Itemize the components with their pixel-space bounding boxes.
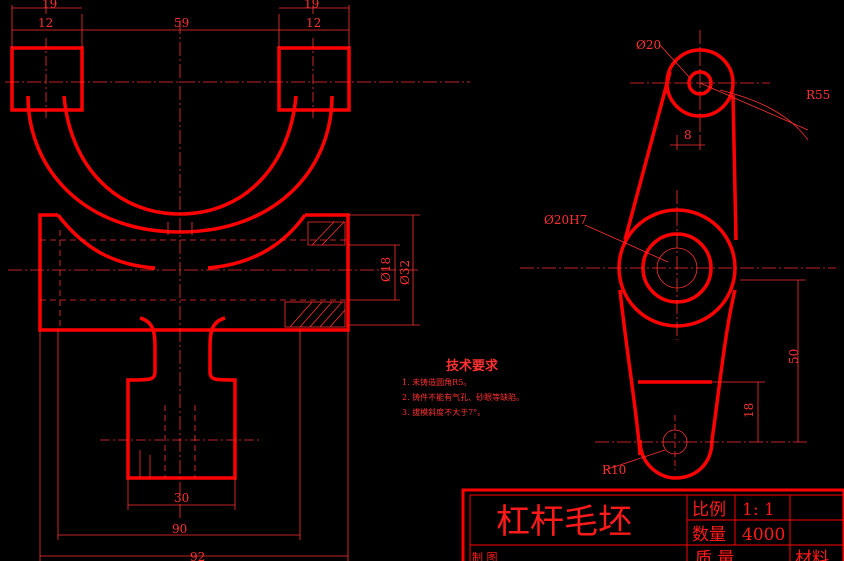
- web-right-curve: [207, 213, 307, 270]
- front-view-dimensions: 19 12 59 19 12 30 90 92 Ø18 Ø32: [38, 0, 412, 561]
- drawn-label: 制 图: [472, 551, 498, 561]
- dim-bottom-width-2: 92: [190, 550, 205, 561]
- scale-label: 比例: [692, 500, 726, 520]
- qty-value: 4000: [742, 525, 785, 545]
- dim-top-right-outer: 19: [304, 0, 319, 11]
- right-lug: [277, 46, 351, 112]
- top-hole: [687, 70, 713, 96]
- dim-bottom-offset: 18: [742, 403, 756, 418]
- tech-note-2: 2. 铸件不能有气孔、砂眼等缺陷。: [402, 392, 524, 402]
- title-block-text: 杠杆毛坯 比例 1: 1 数量 4000 制 图 质 量 材料: [472, 500, 829, 561]
- dim-bottom-width: 90: [172, 522, 187, 536]
- arm-right-edge: [731, 94, 738, 241]
- stem-body: [126, 316, 237, 480]
- side-view: [617, 48, 738, 480]
- tech-notes-title: 技术要求: [446, 358, 499, 374]
- dim-hub-outer-dia: Ø32: [398, 260, 412, 285]
- dim-top-left-outer: 19: [42, 0, 57, 11]
- lower-arm-left: [618, 289, 642, 456]
- title-block: [461, 488, 844, 561]
- material-label: 材料: [795, 549, 829, 561]
- hub-body: [38, 213, 350, 332]
- dim-stem-width: 30: [174, 491, 189, 505]
- bottom-boss: [638, 439, 714, 480]
- dim-top-right-inner: 12: [306, 16, 321, 30]
- side-view-dimensions: Ø20 R55 8 Ø20H7 50 18 R10: [544, 38, 830, 477]
- arm-left-edge: [623, 71, 672, 241]
- dim-outer-radius: R55: [806, 88, 830, 102]
- front-view-centerlines: [5, 5, 470, 561]
- dim-top-hole: Ø20: [636, 38, 661, 52]
- web-left-curve: [56, 213, 156, 270]
- tech-note-3: 3. 拔模斜度不大于7°。: [402, 407, 485, 417]
- part-name: 杠杆毛坯: [496, 502, 632, 542]
- tech-notes: 技术要求 1. 未铸造圆角R5。 2. 铸件不能有气孔、砂眼等缺陷。 3. 拔模…: [402, 358, 524, 417]
- weight-label: 质 量: [695, 549, 734, 561]
- dim-vertical-dist: 50: [787, 349, 801, 364]
- left-lug: [10, 46, 84, 112]
- dim-bottom-radius: R10: [602, 463, 626, 477]
- lower-arm-right: [710, 289, 737, 441]
- dim-center-hole: Ø20H7: [544, 213, 587, 227]
- dim-gap: 8: [684, 128, 692, 142]
- side-view-thin: [520, 30, 836, 471]
- front-view: [10, 46, 351, 480]
- tech-note-1: 1. 未铸造圆角R5。: [402, 377, 471, 387]
- dim-top-left-inner: 12: [38, 16, 53, 30]
- dim-top-center: 59: [174, 16, 189, 30]
- dim-hub-inner-dia: Ø18: [379, 257, 393, 282]
- scale-value: 1: 1: [742, 500, 775, 520]
- qty-label: 数量: [692, 525, 726, 545]
